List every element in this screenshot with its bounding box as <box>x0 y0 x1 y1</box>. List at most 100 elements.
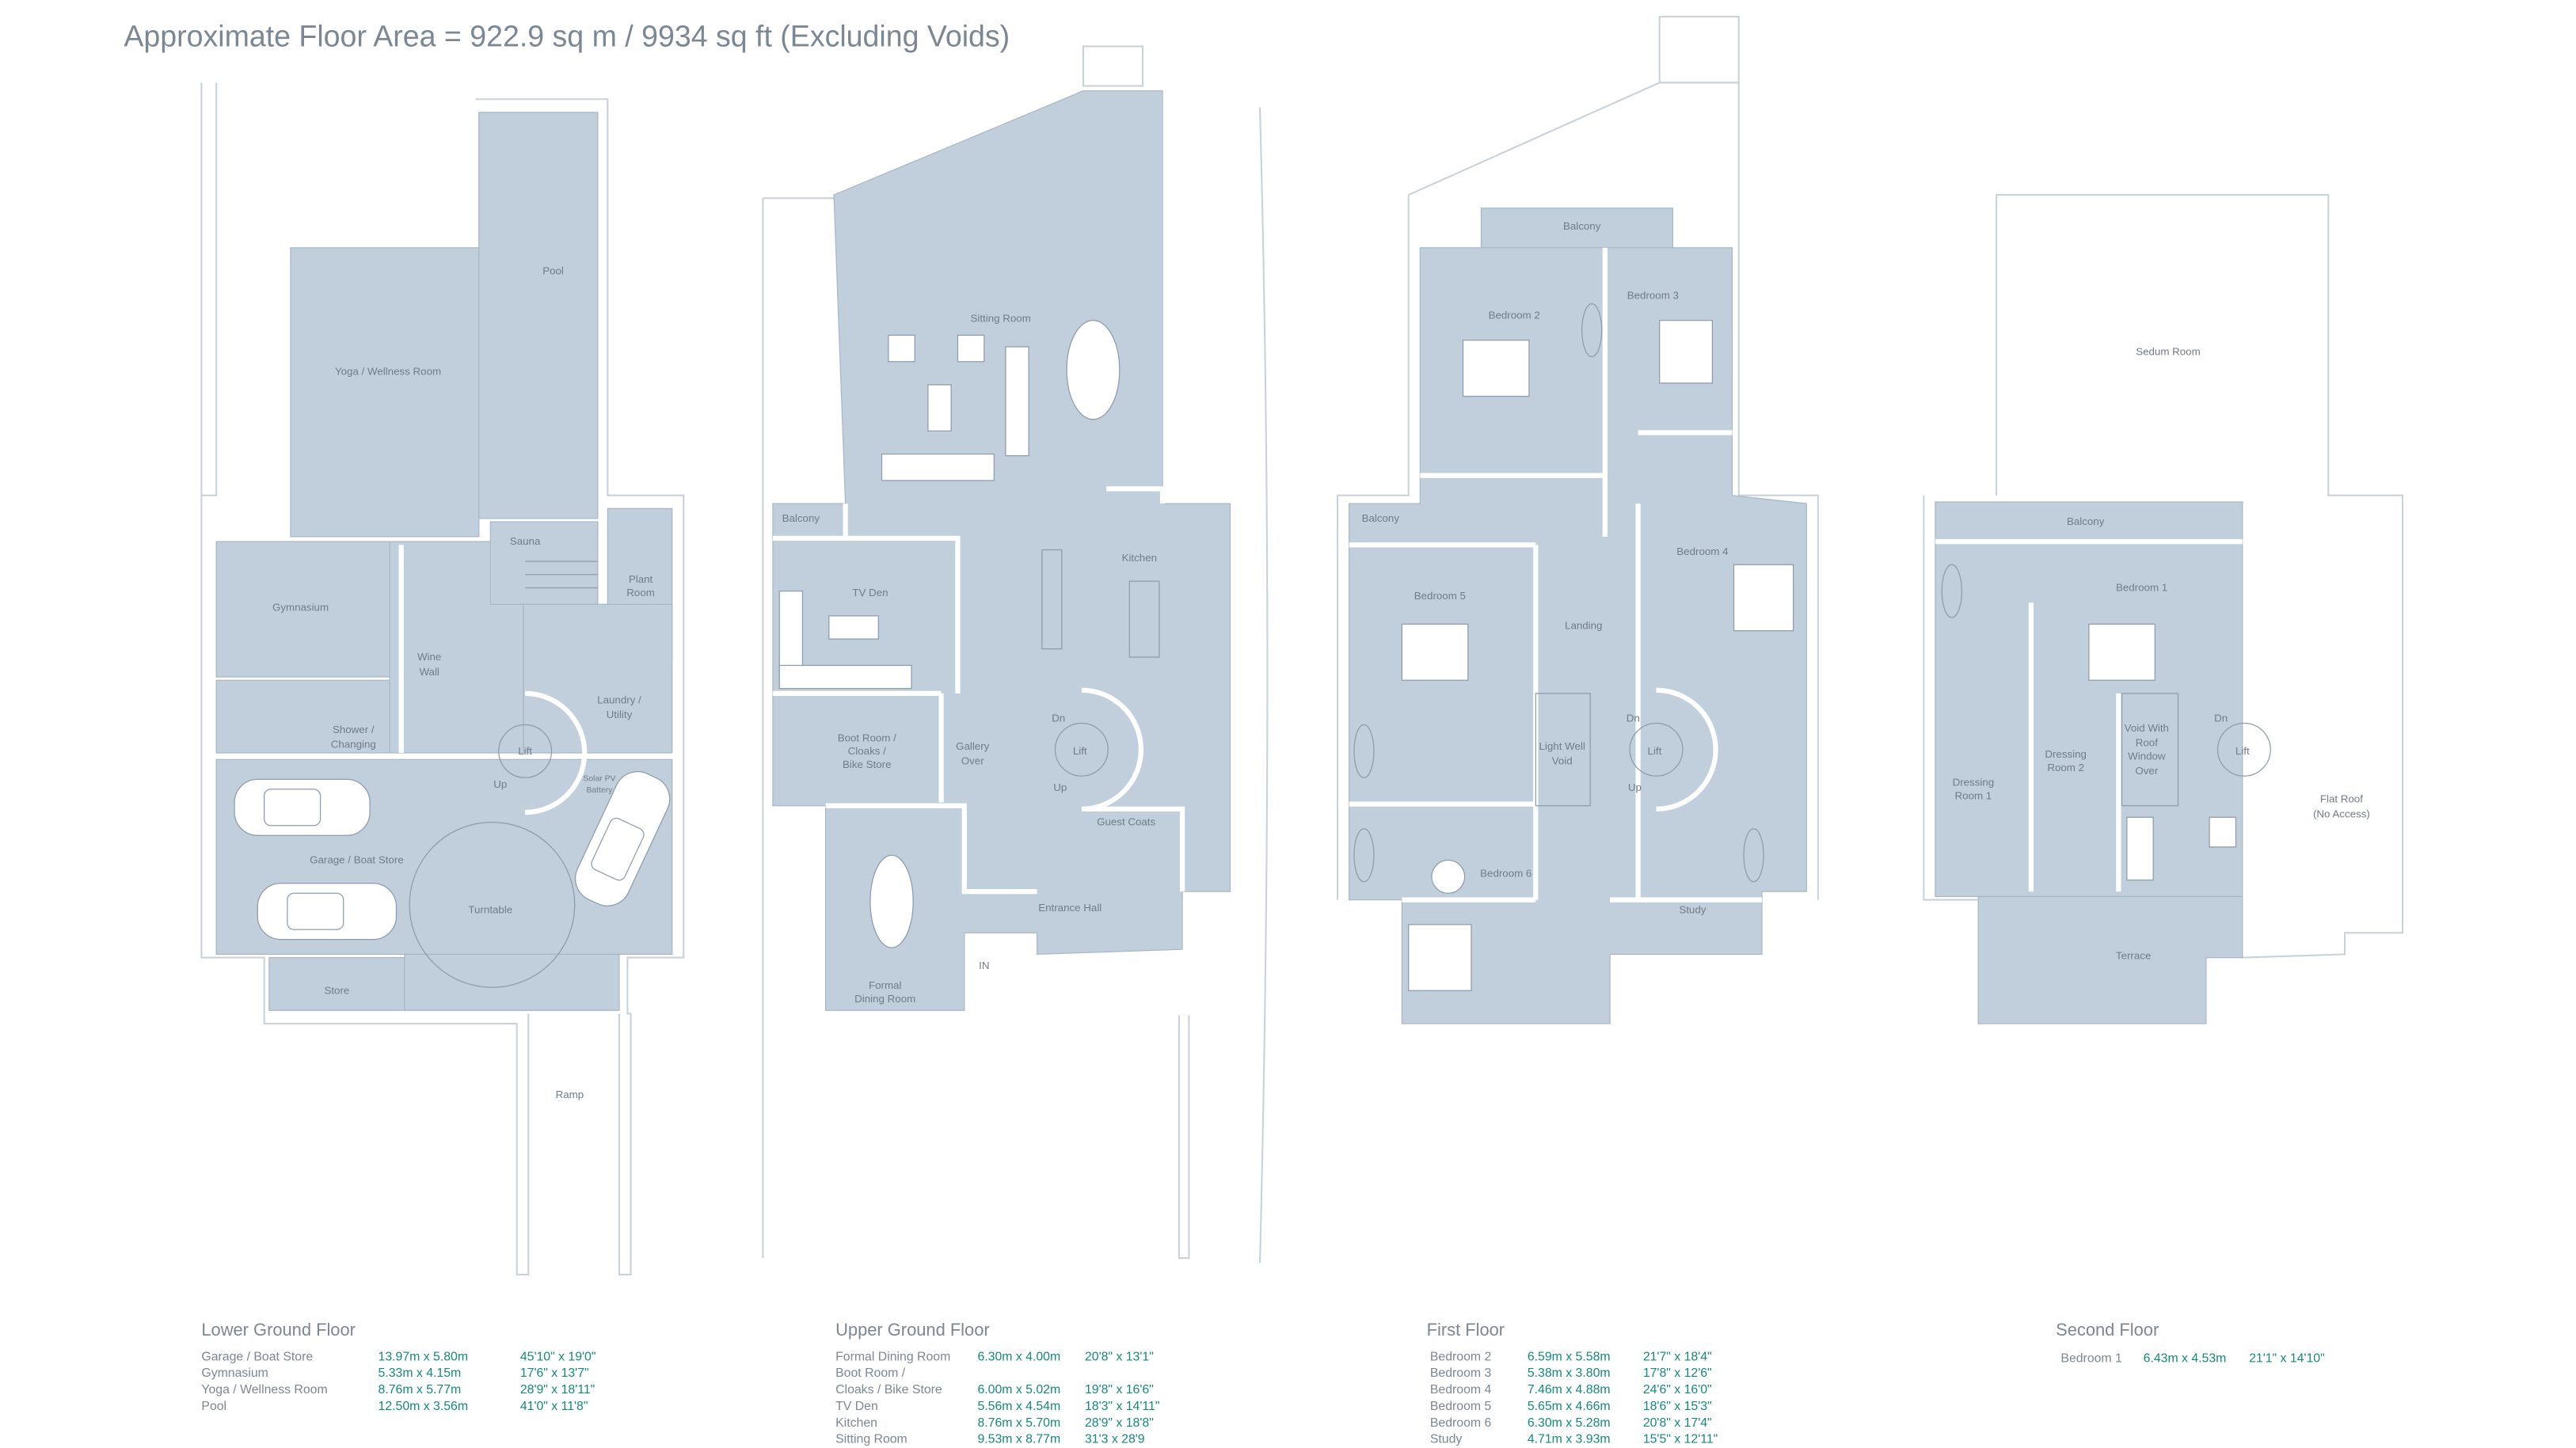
room-label: Terrace <box>2116 950 2151 962</box>
schedule-imperial-size: 28'9" x 18'11" <box>520 1383 595 1397</box>
room-label: Room 2 <box>2047 762 2084 773</box>
schedule-imperial-size: 28'9" x 18'8" <box>1085 1416 1154 1430</box>
schedule-metric-size: 6.30m x 4.00m <box>977 1350 1060 1363</box>
lower-ground-plan: Pool Yoga / Wellness Room Sauna Plant Ro… <box>200 82 685 1275</box>
schedule-imperial-size: 17'8" x 12'6" <box>1643 1366 1712 1380</box>
schedule-metric-size: 5.33m x 4.15m <box>379 1366 462 1380</box>
schedule-metric-size: 7.46m x 4.88m <box>1528 1383 1611 1397</box>
room-label: Bedroom 3 <box>1627 290 1679 302</box>
room-label: Dressing <box>1953 777 1995 789</box>
schedule-room-name: Bedroom 3 <box>1430 1366 1492 1380</box>
room-label: Gallery <box>956 740 990 752</box>
room-label: Kitchen <box>1122 552 1157 564</box>
stairs <box>525 561 598 589</box>
room-label: Wine <box>417 651 441 663</box>
room-label: Over <box>2135 765 2158 777</box>
stair-label: Dn <box>1627 712 1640 724</box>
schedule-imperial-size: 15'5" x 12'11" <box>1643 1433 1718 1446</box>
room-label: Store <box>324 984 349 996</box>
schedule-imperial-size: 21'1" x 14'10" <box>2249 1351 2325 1365</box>
room-label: Formal <box>869 979 902 991</box>
room-label: Balcony <box>2067 515 2105 527</box>
room-label: Guest Coats <box>1097 816 1155 828</box>
schedule-metric-size: 9.53m x 8.77m <box>977 1433 1060 1446</box>
schedule-metric-size: 4.71m x 3.93m <box>1528 1433 1611 1446</box>
schedule-metric-size: 6.59m x 5.58m <box>1528 1350 1611 1363</box>
schedule-imperial-size: 45'10" x 19'0" <box>520 1350 596 1363</box>
stair-label: Up <box>1628 781 1642 793</box>
room-label: Laundry / <box>597 694 641 705</box>
lift-label: Lift <box>1648 745 1662 757</box>
room-label: Ramp <box>556 1089 584 1100</box>
schedule-room-name: Study <box>1430 1433 1463 1446</box>
schedule-room-name: Bedroom 1 <box>2060 1351 2122 1365</box>
car-icon <box>234 778 371 836</box>
schedule-imperial-size: 18'6" x 15'3" <box>1643 1400 1712 1413</box>
room-label: Void With <box>2125 722 2169 734</box>
schedule-room-name: TV Den <box>835 1400 878 1413</box>
room-label: Yoga / Wellness Room <box>335 365 441 377</box>
room-label: Over <box>961 755 984 767</box>
room-label: Study <box>1679 903 1706 915</box>
schedule-metric-size: 8.76m x 5.70m <box>977 1416 1060 1430</box>
room-label: Bedroom 4 <box>1676 545 1729 557</box>
room-label: Dining Room <box>854 993 915 1005</box>
car-icon <box>257 883 398 941</box>
room-label: Bedroom 5 <box>1414 590 1466 602</box>
schedule-room-name: Boot Room / <box>835 1366 906 1380</box>
schedule-imperial-size: 31'3 x 28'9 <box>1085 1433 1145 1446</box>
floor-schedule-title: Upper Ground Floor <box>835 1320 990 1340</box>
schedule-room-name: Garage / Boat Store <box>201 1350 313 1363</box>
schedule-imperial-size: 21'7" x 18'4" <box>1643 1350 1712 1363</box>
entrance-label: IN <box>979 960 989 971</box>
lift-label: Lift <box>1073 745 1087 757</box>
schedule-imperial-size: 24'6" x 16'0" <box>1643 1383 1712 1397</box>
room-label: Bedroom 1 <box>2116 582 2167 594</box>
room-label: Sauna <box>510 535 541 547</box>
schedule-metric-size: 8.76m x 5.77m <box>379 1383 462 1397</box>
room-label: Utility <box>607 709 633 720</box>
schedule-room-name: Bedroom 4 <box>1430 1383 1492 1397</box>
floor-schedule-title: First Floor <box>1427 1320 1505 1340</box>
room-label: Turntable <box>468 903 512 915</box>
room-label: Pool <box>542 264 564 276</box>
room-label: Wall <box>419 666 439 678</box>
stair-label: Dn <box>2214 712 2228 724</box>
schedule-room-name: Cloaks / Bike Store <box>835 1383 942 1397</box>
schedule-room-name: Yoga / Wellness Room <box>201 1383 327 1397</box>
room-label: Boot Room / <box>838 732 896 743</box>
room-label: Void <box>1552 755 1573 767</box>
schedule-metric-size: 6.00m x 5.02m <box>977 1383 1060 1397</box>
room-label: Balcony <box>782 512 820 524</box>
schedule-metric-size: 5.65m x 4.66m <box>1528 1400 1611 1413</box>
schedule-room-name: Kitchen <box>835 1416 877 1430</box>
second-floor-plan: Sedum Room Balcony Bedroom 1 Dressing Ro… <box>1923 194 2404 1024</box>
room-label: Entrance Hall <box>1038 902 1102 914</box>
schedule-imperial-size: 18'3" x 14'11" <box>1085 1400 1159 1413</box>
room-label: Gymnasium <box>272 602 329 614</box>
room-label: Battery <box>586 786 613 795</box>
lift-label: Lift <box>2235 745 2250 757</box>
schedule-metric-size: 6.43m x 4.53m <box>2144 1351 2227 1365</box>
schedule-room-name: Pool <box>201 1400 226 1413</box>
schedule-room-name: Formal Dining Room <box>835 1350 950 1363</box>
schedule-metric-size: 12.50m x 3.56m <box>379 1400 468 1413</box>
stair-label: Up <box>1053 781 1067 793</box>
upper-ground-plan: Sitting Room Kitchen TV Den Balcony Boot… <box>762 45 1231 1260</box>
room-label: Sedum Room <box>2136 345 2201 357</box>
room-label: Cloaks / <box>848 745 886 757</box>
lift-label: Lift <box>518 745 532 757</box>
room-label: Bike Store <box>843 758 892 770</box>
room-label: Garage / Boat Store <box>310 854 404 866</box>
room-label: Plant <box>629 573 653 585</box>
schedule-metric-size: 6.30m x 5.28m <box>1528 1416 1611 1430</box>
room-label: Dressing <box>2045 748 2087 760</box>
room-label: Balcony <box>1563 220 1601 232</box>
room-label: Room <box>626 587 655 599</box>
schedule-metric-size: 13.97m x 5.80m <box>379 1350 468 1363</box>
schedule-room-name: Gymnasium <box>201 1366 268 1380</box>
schedule-metric-size: 5.56m x 4.54m <box>977 1400 1060 1413</box>
schedule-imperial-size: 41'0" x 11'8" <box>520 1400 588 1413</box>
